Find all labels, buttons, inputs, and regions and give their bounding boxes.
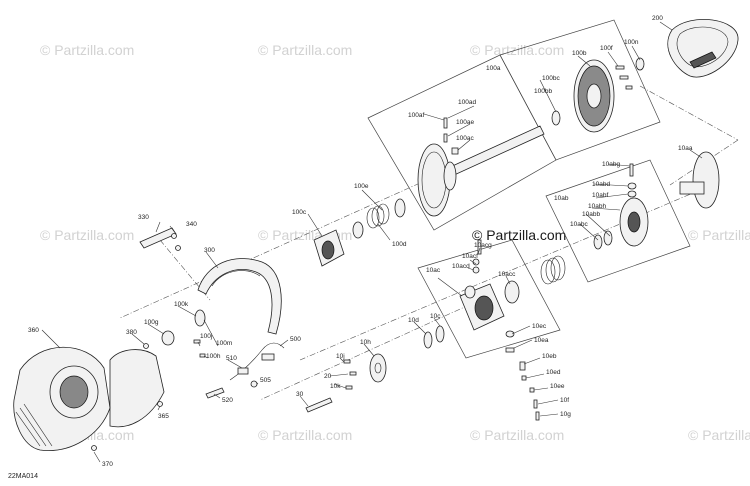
fixed-sheave — [573, 59, 615, 133]
label-100bb: 100bb — [534, 88, 552, 95]
label-200: 200 — [652, 15, 663, 22]
label-100k: 100k — [174, 301, 189, 308]
label-10eb: 10eb — [542, 353, 557, 360]
driven-spring — [504, 255, 566, 304]
cover-housing — [13, 343, 165, 451]
center-watermark: © Partzilla.com — [472, 227, 566, 243]
label-10j: 10j — [336, 353, 345, 360]
driven-pulley — [593, 151, 720, 250]
washers-left — [161, 309, 206, 358]
label-100f: 100f — [600, 45, 613, 52]
label-10d: 10d — [408, 317, 419, 324]
watermark-1: © Partzilla.com — [40, 42, 134, 58]
box-10ab — [545, 159, 691, 283]
watermark-2: © Partzilla.com — [258, 42, 352, 58]
hub-assembly — [305, 325, 445, 413]
label-520: 520 — [222, 397, 233, 404]
label-100n: 100n — [624, 39, 639, 46]
label-10k: 10k — [330, 383, 341, 390]
label-365: 365 — [158, 413, 169, 420]
label-10aa: 10aa — [678, 145, 693, 152]
label-100e: 100e — [354, 183, 369, 190]
label-510: 510 — [226, 355, 237, 362]
label-300: 300 — [204, 247, 215, 254]
label-500: 500 — [290, 336, 301, 343]
watermark-6: © Partzilla.com — [688, 227, 750, 243]
label-10abf: 10abf — [592, 192, 608, 199]
guard-bracket — [139, 227, 181, 251]
label-370: 370 — [102, 461, 113, 468]
label-10abc: 10abc — [570, 221, 588, 228]
label-10abb: 10abb — [582, 211, 600, 218]
label-340: 340 — [186, 221, 197, 228]
label-100h: 100h — [206, 353, 221, 360]
label-100m: 100m — [216, 340, 232, 347]
label-10acf: 10acf — [462, 253, 478, 260]
label-10ed: 10ed — [546, 369, 561, 376]
watermark-4: © Partzilla.com — [40, 227, 134, 243]
label-100ad: 100ad — [458, 99, 476, 106]
sensor-harness — [205, 342, 285, 399]
leader-lines — [41, 21, 703, 463]
label-10ea: 10ea — [534, 337, 549, 344]
label-360: 360 — [28, 327, 39, 334]
label-10ab: 10ab — [554, 195, 569, 202]
label-100d: 100d — [392, 241, 407, 248]
label-505: 505 — [260, 377, 271, 384]
label-10f: 10f — [560, 397, 569, 404]
label-10ac: 10ac — [426, 267, 441, 274]
fastener-column — [505, 330, 540, 421]
label-100j: 100j — [200, 333, 212, 340]
primary-sheave-shaft — [417, 117, 545, 217]
group-boxes — [367, 19, 691, 359]
centerlines — [119, 85, 739, 401]
label-10acg: 10acg — [474, 242, 492, 249]
watermark-8: © Partzilla.com — [258, 427, 352, 443]
watermark-10: © Partzilla.com — [688, 427, 750, 443]
label-100a: 100a — [486, 65, 501, 72]
label-100c: 100c — [292, 209, 307, 216]
label-380: 380 — [126, 329, 137, 336]
label-10ee: 10ee — [550, 383, 565, 390]
label-100g: 100g — [144, 319, 159, 326]
label-100af: 100af — [408, 112, 424, 119]
label-10c: 10c — [430, 313, 441, 320]
label-100b: 100b — [572, 50, 587, 57]
label-10g: 10g — [560, 411, 571, 418]
watermark-9: © Partzilla.com — [470, 427, 564, 443]
label-10h: 10h — [360, 339, 371, 346]
label-100ac: 100ac — [456, 135, 474, 142]
label-10ec: 10ec — [532, 323, 547, 330]
label-10abh: 10abh — [588, 203, 606, 210]
cam-housing — [459, 239, 505, 331]
label-10abd: 10abd — [592, 181, 610, 188]
label-100bc: 100bc — [542, 75, 560, 82]
hardware-100f-100n — [551, 57, 645, 126]
label-330: 330 — [138, 214, 149, 221]
belt-guard — [197, 258, 282, 335]
label-10abg: 10abg — [602, 161, 620, 168]
part-labels: 200 100n 100f 100b 100a 100bc 100bb 100a… — [28, 15, 693, 468]
label-10acc: 10acc — [498, 271, 516, 278]
label-30: 30 — [296, 391, 304, 398]
label-20: 20 — [324, 373, 332, 380]
label-100ae: 100ae — [456, 119, 474, 126]
drive-belt — [667, 19, 739, 78]
label-10acd: 10acd — [452, 263, 470, 270]
box-100b — [499, 19, 661, 161]
diagram-code: 22MA014 — [8, 473, 38, 480]
